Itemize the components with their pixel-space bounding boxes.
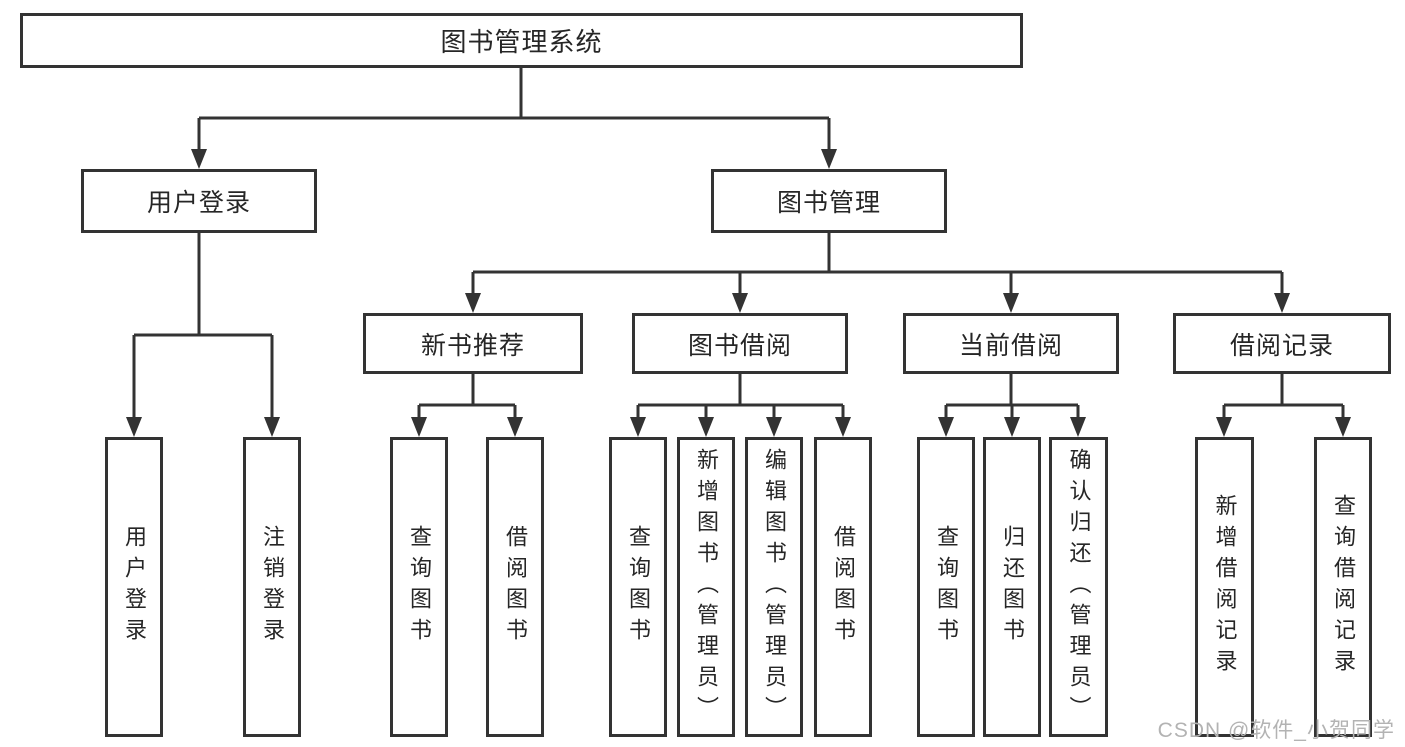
arrow-head: [766, 417, 782, 437]
arrow-head: [821, 149, 837, 169]
node-new-book-recommend: 新书推荐: [363, 313, 583, 374]
leaf-borrow-edit-books-admin: 编辑图书（管理员）: [745, 437, 803, 737]
node-borrow-records: 借阅记录: [1173, 313, 1391, 374]
node-user-login-label: 用户登录: [146, 189, 251, 217]
connector-borrow-group: [638, 374, 843, 407]
leaf-recommend-borrow-books: 借阅图书: [486, 437, 544, 737]
node-root-label: 图书管理系统: [440, 27, 603, 57]
leaf-logout-login: 注销登录: [243, 437, 301, 737]
arrow-head: [630, 417, 646, 437]
arrow-head: [264, 417, 280, 437]
leaf-user-login-label: 用户登录: [122, 525, 147, 649]
connector-records-group: [1224, 374, 1343, 407]
leaf-records-add-record-label: 新增借阅记录: [1212, 494, 1238, 680]
arrow-head: [732, 293, 748, 313]
node-book-borrow-label: 图书借阅: [687, 331, 792, 360]
connector-book-management-group: [473, 233, 1282, 274]
arrow-head: [938, 417, 954, 437]
node-user-login: 用户登录: [81, 169, 317, 233]
leaf-user-login: 用户登录: [105, 437, 163, 737]
node-book-borrow: 图书借阅: [632, 313, 848, 374]
arrow-head: [465, 293, 481, 313]
arrow-head: [126, 417, 142, 437]
arrow-head: [698, 417, 714, 437]
leaf-borrow-query-books-label: 查询图书: [626, 525, 651, 649]
leaf-borrow-borrow-books: 借阅图书: [814, 437, 872, 737]
leaf-records-query-record-label: 查询借阅记录: [1331, 494, 1356, 680]
leaf-borrow-add-books-admin: 新增图书（管理员）: [677, 437, 735, 737]
connector-user-login-group: [134, 233, 272, 337]
node-current-borrow-label: 当前借阅: [958, 331, 1063, 360]
csdn-watermark: CSDN @软件_小贺同学: [1157, 719, 1395, 742]
arrow-head: [1274, 293, 1290, 313]
leaf-borrow-add-books-admin-label: 新增图书（管理员）: [694, 447, 719, 727]
arrow-head: [1004, 417, 1020, 437]
leaf-current-query-books-label: 查询图书: [934, 525, 959, 649]
connector-recommend-group: [419, 374, 515, 407]
arrow-head: [835, 417, 851, 437]
arrow-head: [411, 417, 427, 437]
node-current-borrow: 当前借阅: [903, 313, 1119, 374]
node-new-book-recommend-label: 新书推荐: [420, 331, 525, 360]
leaf-recommend-query-books-label: 查询图书: [407, 525, 432, 649]
leaf-records-add-record: 新增借阅记录: [1195, 437, 1254, 737]
leaf-current-confirm-return-admin-label: 确认归还（管理员）: [1066, 447, 1092, 727]
node-book-management: 图书管理: [711, 169, 947, 233]
arrow-head: [1216, 417, 1232, 437]
leaf-records-query-record: 查询借阅记录: [1314, 437, 1372, 737]
arrow-head: [1335, 417, 1351, 437]
leaf-recommend-query-books: 查询图书: [390, 437, 448, 737]
leaf-current-return-books: 归还图书: [983, 437, 1041, 737]
leaf-logout-login-label: 注销登录: [260, 525, 285, 649]
leaf-borrow-edit-books-admin-label: 编辑图书（管理员）: [762, 447, 787, 727]
node-book-management-label: 图书管理: [776, 189, 881, 217]
leaf-current-return-books-label: 归还图书: [1000, 525, 1025, 649]
leaf-borrow-borrow-books-label: 借阅图书: [831, 525, 856, 649]
leaf-recommend-borrow-books-label: 借阅图书: [503, 525, 528, 649]
leaf-current-query-books: 查询图书: [917, 437, 975, 737]
leaf-current-confirm-return-admin: 确认归还（管理员）: [1049, 437, 1108, 737]
arrow-head: [1003, 293, 1019, 313]
connector-root: [199, 68, 829, 120]
arrow-head: [1070, 417, 1086, 437]
leaf-borrow-query-books: 查询图书: [609, 437, 667, 737]
connector-current-group: [946, 374, 1078, 407]
node-root-library-management-system: 图书管理系统: [20, 13, 1023, 68]
node-borrow-records-label: 借阅记录: [1229, 331, 1334, 360]
arrow-head: [191, 149, 207, 169]
arrow-head: [507, 417, 523, 437]
